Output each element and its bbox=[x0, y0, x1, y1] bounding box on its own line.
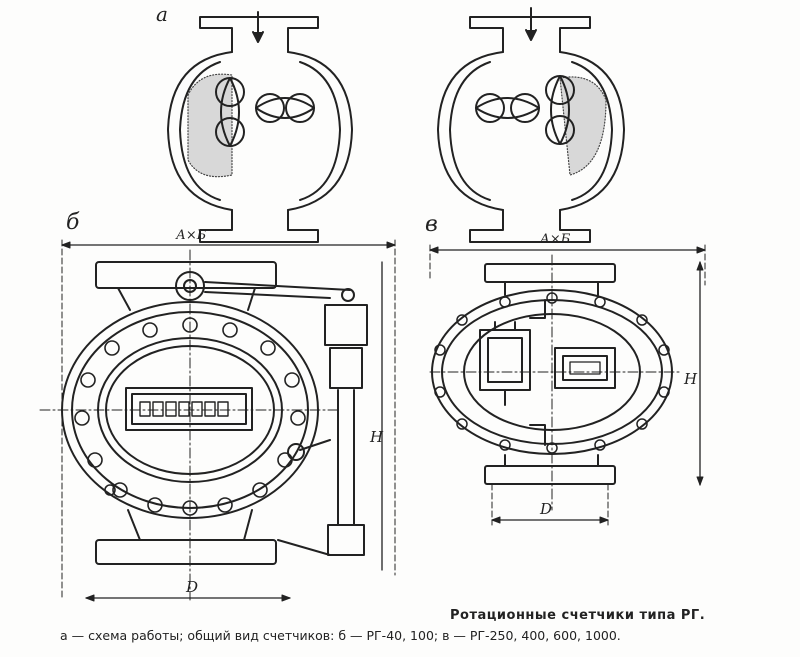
panel-label-v: в bbox=[425, 212, 438, 237]
meter-large bbox=[429, 244, 706, 526]
dim-width-v: А×Б bbox=[540, 232, 571, 247]
dim-diameter-v: D bbox=[540, 500, 553, 518]
dim-width-b: А×Б bbox=[176, 228, 207, 243]
panel-label-b: б bbox=[66, 210, 80, 235]
caption-description: а — схема работы; общий вид счетчиков: б… bbox=[60, 628, 621, 643]
dim-height-v: Н bbox=[684, 370, 698, 388]
scheme-right bbox=[437, 7, 625, 243]
panel-label-a: а bbox=[156, 2, 168, 26]
dim-height-b: Н bbox=[370, 428, 384, 446]
scheme-left bbox=[167, 11, 353, 243]
caption-title: Ротационные счетчики типа РГ. bbox=[450, 608, 706, 623]
meter-small bbox=[39, 239, 396, 602]
dim-diameter-b: D bbox=[186, 578, 199, 596]
